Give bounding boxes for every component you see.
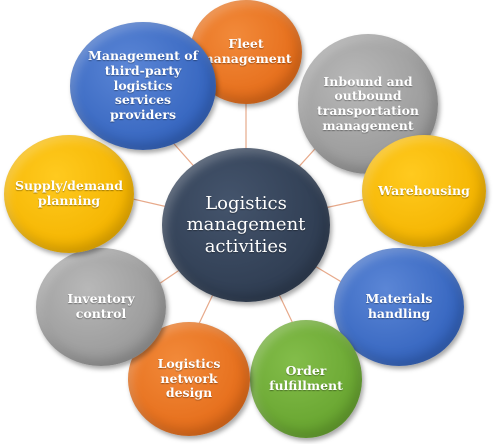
- activity-label: Inventory control: [67, 291, 135, 321]
- activity-supply-demand-planning: Supply/demand planning: [4, 135, 134, 253]
- activity-label: Order fulfillment: [269, 363, 343, 393]
- activity-materials-handling: Materials handling: [334, 248, 464, 366]
- activity-label: Warehousing: [378, 182, 470, 198]
- activity-label: Materials handling: [365, 291, 433, 321]
- activity-label: Management of third-party logistics serv…: [88, 48, 198, 123]
- activity-label: Logistics network design: [157, 355, 221, 401]
- activity-third-party-logistics-management: Management of third-party logistics serv…: [70, 22, 216, 150]
- activity-inventory-control: Inventory control: [36, 248, 166, 366]
- activity-label: Supply/demand planning: [14, 178, 124, 208]
- activity-warehousing: Warehousing: [362, 135, 486, 247]
- activity-order-fulfillment: Order fulfillment: [250, 320, 362, 438]
- center-hub: Logistics management activities: [162, 148, 330, 302]
- activity-label: Inbound and outbound transportation mana…: [316, 73, 420, 133]
- center-label: Logistics management activities: [186, 192, 306, 257]
- activity-label: Fleet management: [200, 36, 292, 66]
